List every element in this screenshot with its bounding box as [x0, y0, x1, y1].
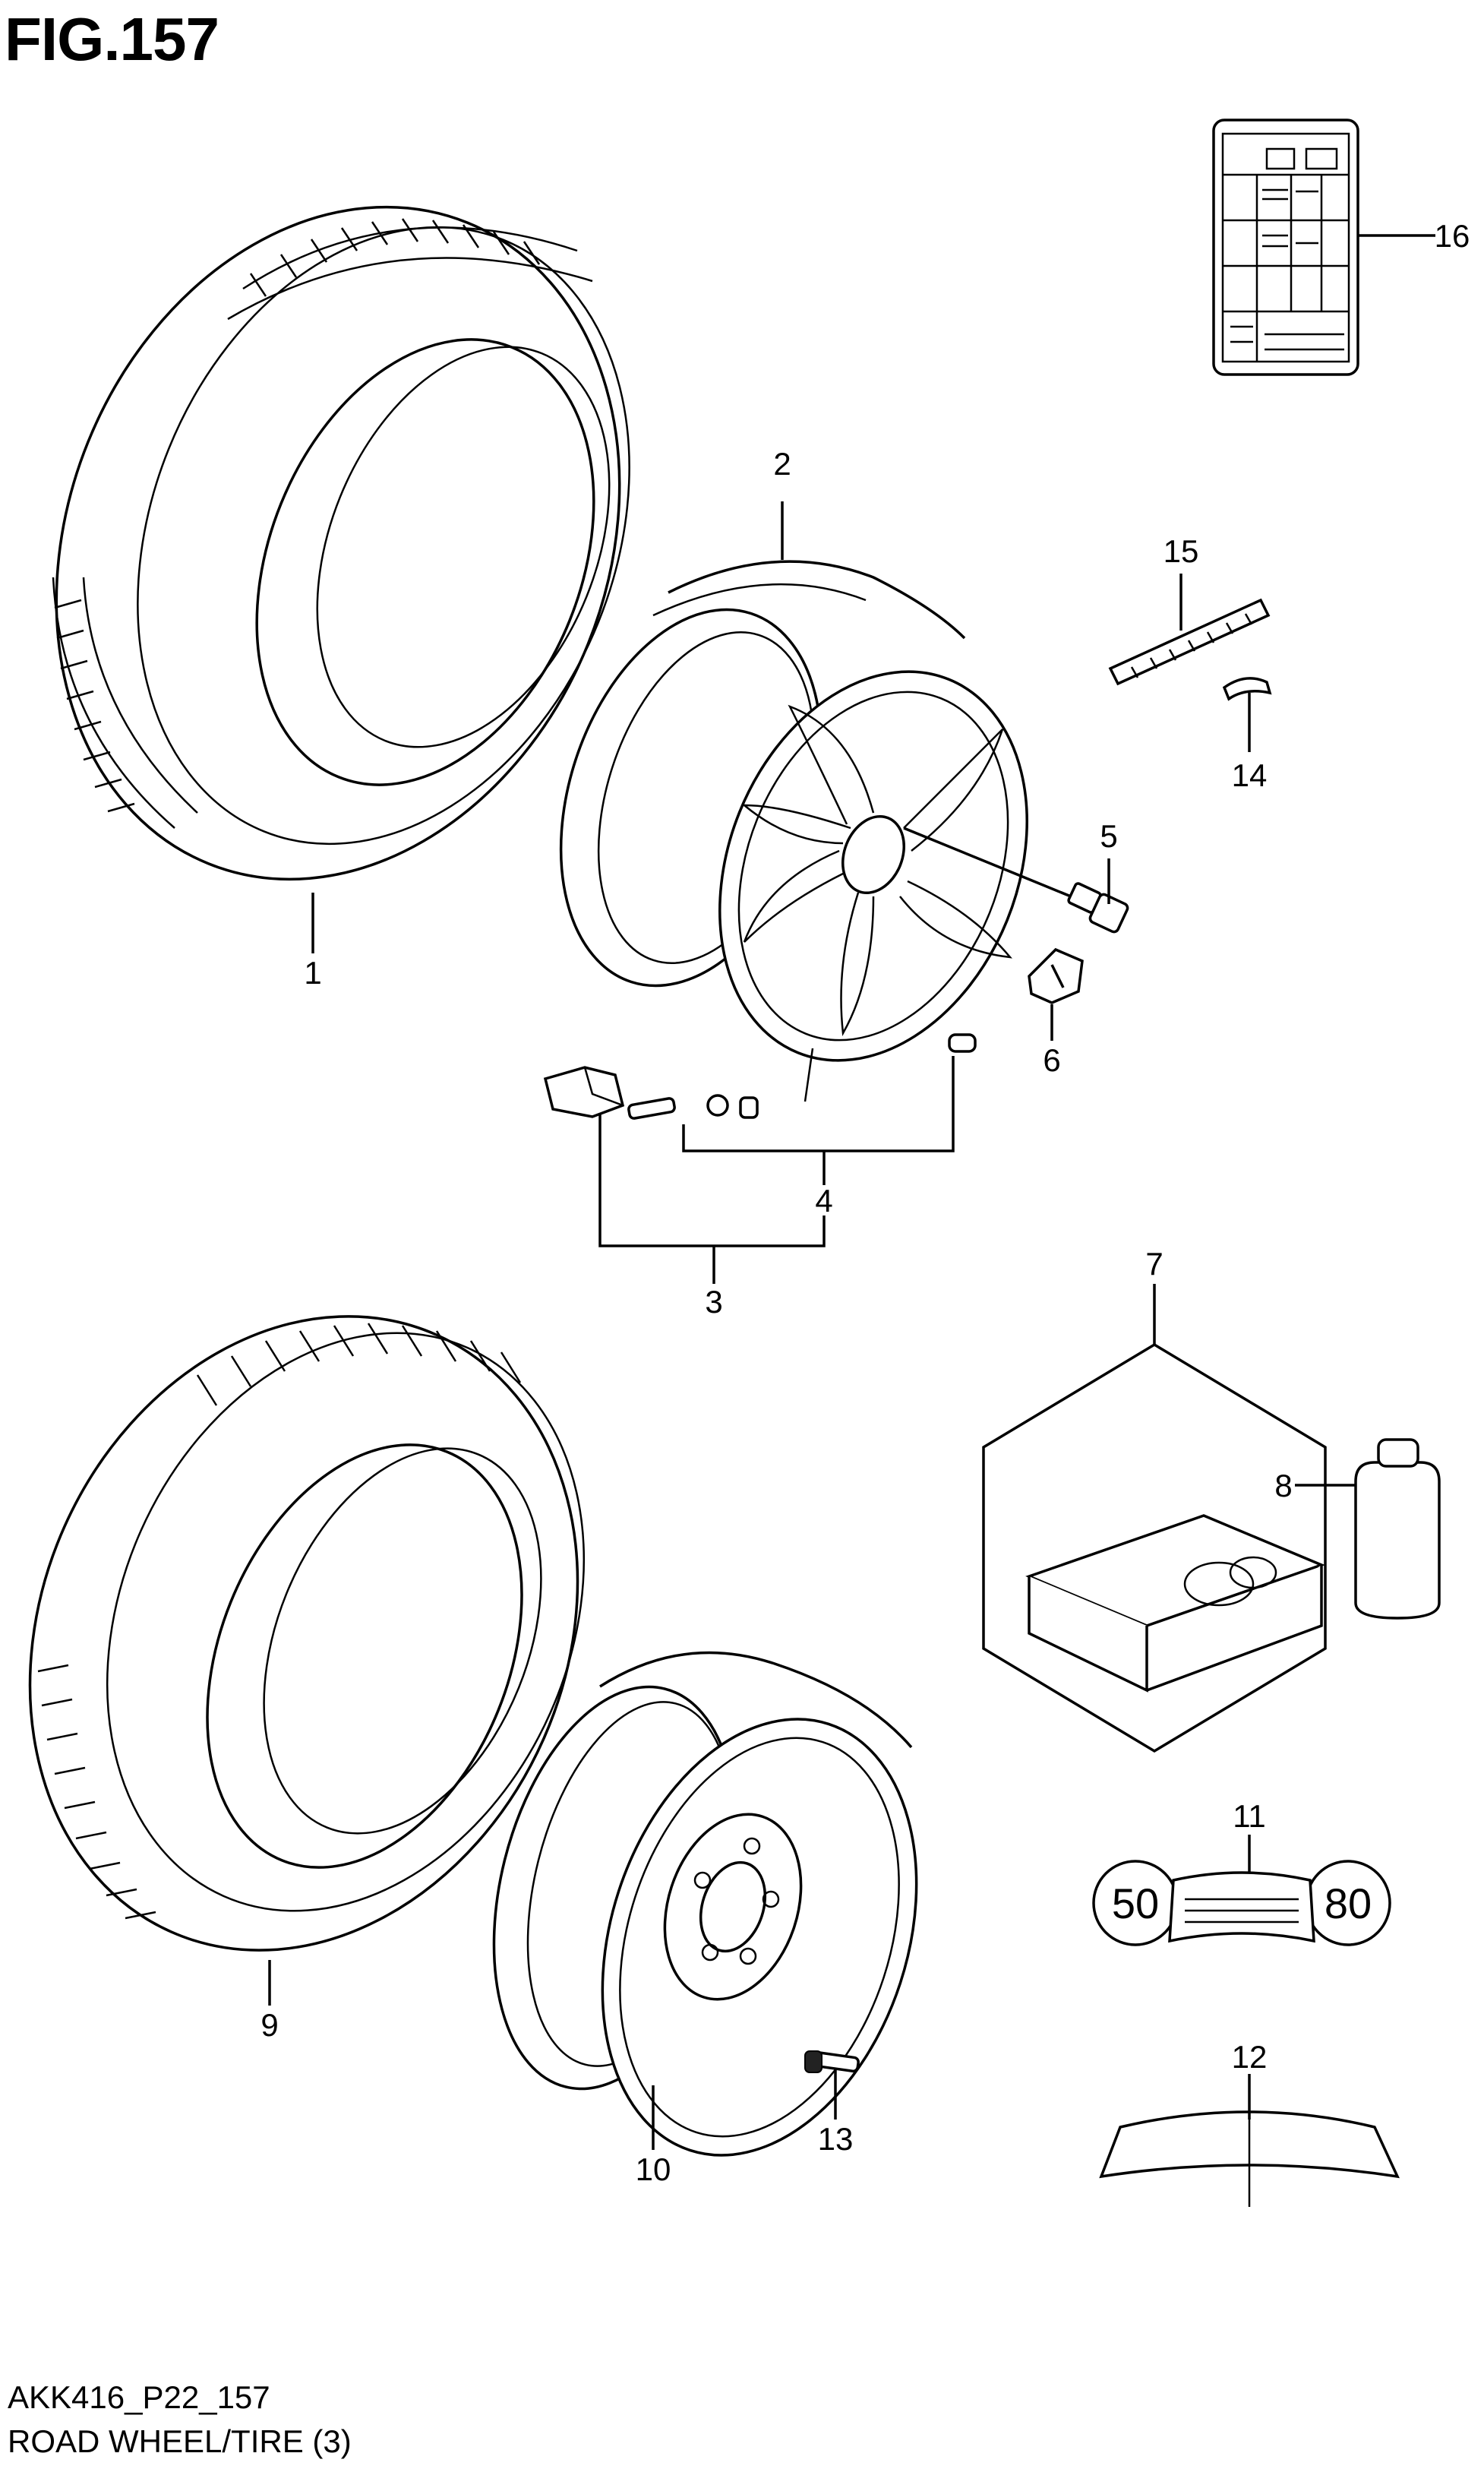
- callout-16: 16: [1435, 218, 1470, 254]
- callout-9: 9: [260, 2007, 278, 2043]
- wheel-nut-part[interactable]: [903, 827, 1129, 934]
- callout-4: 4: [815, 1183, 832, 1219]
- center-cap-part[interactable]: [1028, 947, 1084, 1041]
- tpms-sensor-part[interactable]: [543, 1033, 977, 1284]
- callout-10: 10: [636, 2151, 671, 2187]
- callout-2: 2: [773, 446, 791, 482]
- callout-11: 11: [1233, 1798, 1266, 1834]
- balance-weight-strip-part[interactable]: [1108, 574, 1271, 686]
- diagram-title: ROAD WHEEL/TIRE (3): [8, 2423, 352, 2459]
- speed-label-right-number: 80: [1325, 1879, 1372, 1927]
- diagram-code: AKK416_P22_157: [8, 2379, 270, 2415]
- callout-15: 15: [1164, 533, 1199, 569]
- callout-12: 12: [1232, 2039, 1268, 2075]
- spare-tire-part[interactable]: [0, 1228, 676, 2038]
- callout-13: 13: [818, 2121, 854, 2157]
- callout-6: 6: [1043, 1042, 1060, 1078]
- speed-label-part[interactable]: 50 80: [1092, 1835, 1391, 1946]
- tire-part[interactable]: [0, 122, 718, 965]
- tire-placard-part[interactable]: [1212, 119, 1435, 376]
- callout-3: 3: [705, 1284, 722, 1320]
- callout-1: 1: [304, 955, 321, 991]
- callout-14: 14: [1232, 757, 1268, 793]
- figure-title: FIG.157: [5, 5, 219, 73]
- sealant-bottle-part[interactable]: [1295, 1438, 1441, 1620]
- clip-weight-part[interactable]: [1222, 677, 1272, 752]
- alloy-wheel-part[interactable]: [516, 501, 1082, 1107]
- curved-plate-part[interactable]: [1099, 2074, 1400, 2207]
- callout-8: 8: [1274, 1468, 1292, 1503]
- callout-7: 7: [1145, 1246, 1163, 1282]
- speed-label-left-number: 50: [1112, 1879, 1159, 1927]
- callout-5: 5: [1100, 818, 1117, 854]
- valve-stem-part[interactable]: [804, 2050, 860, 2120]
- steel-wheel-part[interactable]: [455, 1651, 969, 2195]
- repair-kit-part[interactable]: [982, 1284, 1327, 1753]
